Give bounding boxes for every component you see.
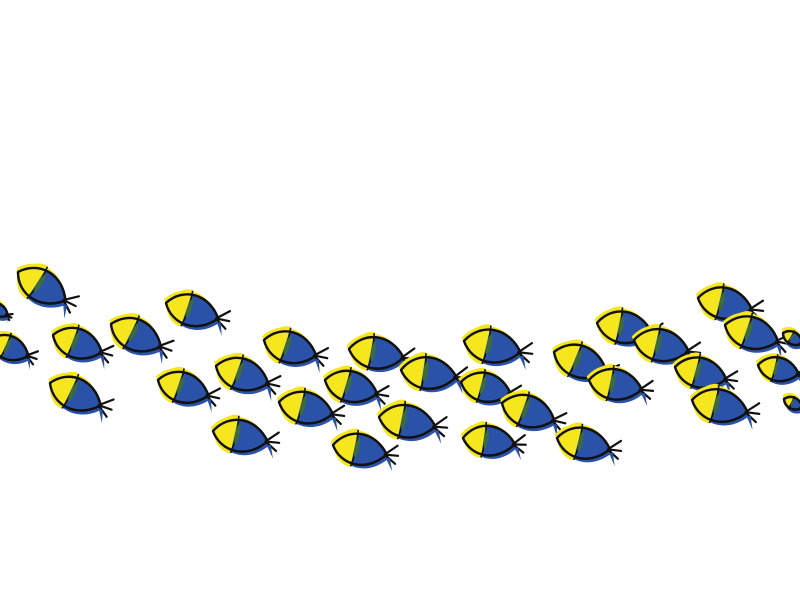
fish-eye — [354, 437, 361, 458]
fish-eye — [609, 372, 616, 393]
fish — [376, 399, 449, 445]
fish-tail-fin — [375, 397, 382, 411]
fish — [398, 352, 470, 394]
fish — [346, 332, 417, 375]
fish-tail-fin — [266, 445, 273, 459]
fish-eye — [344, 374, 353, 395]
fish-tail-fin — [331, 417, 338, 432]
fish-eye — [68, 382, 79, 401]
fish-eye — [718, 291, 726, 312]
fish — [552, 339, 621, 390]
fish-eye — [577, 431, 584, 452]
fish-eye — [185, 298, 194, 319]
fish-tail-fin — [434, 430, 442, 445]
fish-head — [0, 331, 12, 360]
fish-eye — [655, 333, 662, 354]
fish — [16, 263, 81, 319]
fish — [672, 352, 739, 396]
fish-eye — [694, 361, 702, 381]
fish-tail-fin — [385, 458, 393, 472]
fish — [0, 331, 40, 370]
fish-eye — [485, 333, 493, 355]
fish — [51, 323, 115, 370]
fish-eye — [618, 315, 625, 336]
fish-tail-fin — [608, 452, 615, 467]
fish — [781, 327, 800, 350]
fish — [109, 313, 175, 365]
fish-tail-fin — [216, 322, 222, 336]
fish-outline — [781, 329, 800, 347]
fish — [210, 414, 281, 459]
fish — [755, 353, 800, 388]
fish-eye — [744, 320, 753, 341]
fish — [48, 371, 115, 424]
fish — [458, 367, 523, 410]
fish-eye — [299, 395, 307, 416]
fish-eye — [573, 349, 583, 370]
fish-eye — [283, 335, 292, 356]
fish — [460, 421, 527, 460]
fish — [164, 289, 232, 336]
fish-school — [0, 263, 800, 472]
fish-tail-fin — [207, 399, 212, 413]
fish — [782, 392, 800, 414]
fish-eye — [235, 362, 244, 383]
fish — [500, 389, 568, 438]
fish-eye — [422, 361, 429, 382]
fish-tail-fin — [640, 393, 648, 407]
fish — [554, 422, 623, 467]
fish-outline — [782, 395, 800, 411]
fish-tail — [795, 366, 800, 383]
fish — [0, 299, 14, 323]
fish-tail-fin — [98, 409, 103, 424]
fish-eye — [176, 376, 185, 395]
fish — [322, 365, 390, 411]
fish-tail-fin — [455, 380, 463, 394]
fish-eye — [370, 341, 377, 362]
fish-eye — [33, 274, 46, 293]
fish — [156, 366, 222, 413]
fish-tail-fin — [6, 316, 9, 323]
fish — [262, 326, 330, 373]
fish-tail-fin — [746, 415, 753, 430]
fish-eye — [483, 429, 489, 449]
fish-eye — [3, 338, 12, 354]
fish-tail-fin — [519, 355, 526, 371]
fish-eye — [234, 423, 241, 445]
fish-eye — [71, 332, 80, 351]
fish-eye — [401, 409, 408, 431]
fish — [689, 383, 761, 430]
fish — [461, 324, 534, 371]
fish-eye — [521, 399, 530, 420]
fish-eye — [128, 323, 139, 342]
fish-eye — [789, 333, 795, 341]
fish-tail-fin — [159, 350, 163, 365]
fish — [330, 428, 400, 472]
fish-eye — [480, 376, 487, 395]
fish-tail-fin — [314, 359, 320, 373]
fish-eye — [773, 360, 779, 376]
fish-eye — [790, 398, 795, 406]
fish-tail-fin — [27, 358, 31, 370]
fish — [723, 311, 792, 360]
fish-tail-fin — [100, 355, 105, 370]
fish-head — [401, 352, 426, 392]
fish-tail-fin — [797, 376, 800, 388]
fish-tail-fin — [63, 304, 68, 319]
fish — [276, 386, 346, 432]
fish — [586, 364, 655, 407]
fish-eye — [713, 393, 721, 415]
fish-tail-fin — [514, 447, 522, 460]
